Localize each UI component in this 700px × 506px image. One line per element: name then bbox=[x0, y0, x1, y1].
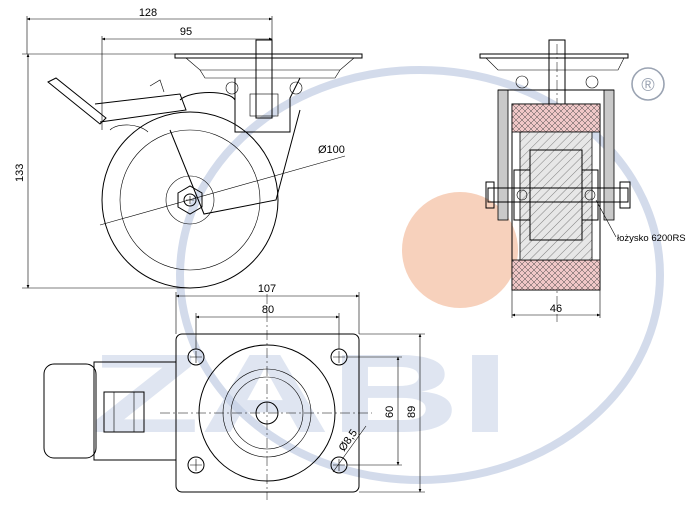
axle-nut bbox=[177, 185, 203, 215]
dim-hole-spacing-x: 80 bbox=[262, 304, 274, 316]
section-view: łożysko 6200RS 46 bbox=[479, 39, 686, 322]
svg-text:®: ® bbox=[641, 75, 654, 95]
top-view: 107 80 60 89 Ø8,5 bbox=[43, 283, 425, 500]
mounting-plate bbox=[175, 333, 360, 493]
side-view: Ø100 128 95 133 bbox=[14, 7, 363, 289]
dim-wheel-width: 46 bbox=[550, 303, 562, 315]
hub-section bbox=[519, 131, 593, 261]
fork bbox=[234, 77, 301, 133]
wheel-inner bbox=[119, 129, 261, 271]
section-top-plate bbox=[479, 53, 629, 59]
kingpin-bolt bbox=[255, 39, 273, 119]
dim-plate-depth: 89 bbox=[406, 406, 418, 418]
bearing-right bbox=[581, 169, 599, 221]
raceway-middle bbox=[222, 368, 312, 458]
bearing-label: łożysko 6200RS bbox=[617, 233, 686, 244]
fork-arm-right bbox=[603, 89, 615, 221]
dim-overall-width: 128 bbox=[139, 7, 157, 19]
dim-wheel-diameter: Ø100 bbox=[318, 144, 345, 156]
raceway-inner bbox=[230, 376, 304, 450]
dim-plate-width: 107 bbox=[258, 283, 276, 295]
bearing-left bbox=[513, 169, 531, 221]
wheel-hub bbox=[165, 175, 215, 225]
fork-arm-left bbox=[497, 89, 509, 221]
dim-hole-spacing-y: 60 bbox=[384, 406, 396, 418]
axle bbox=[487, 187, 629, 203]
dim-height: 133 bbox=[14, 164, 26, 182]
registered-mark: ® bbox=[631, 67, 665, 101]
dim-mount-width: 95 bbox=[180, 26, 192, 38]
raceway-outer bbox=[198, 344, 336, 482]
top-plate bbox=[174, 53, 363, 59]
tread-bottom bbox=[511, 259, 601, 291]
tread-top bbox=[511, 103, 601, 133]
kingpin-hole bbox=[255, 401, 279, 425]
brake-pedal bbox=[43, 363, 97, 459]
watermark-brand-text: ZABI bbox=[90, 331, 510, 456]
brake-lever bbox=[47, 77, 107, 125]
watermark-sun-circle bbox=[402, 192, 518, 308]
bolt-hole-bl bbox=[187, 456, 205, 474]
